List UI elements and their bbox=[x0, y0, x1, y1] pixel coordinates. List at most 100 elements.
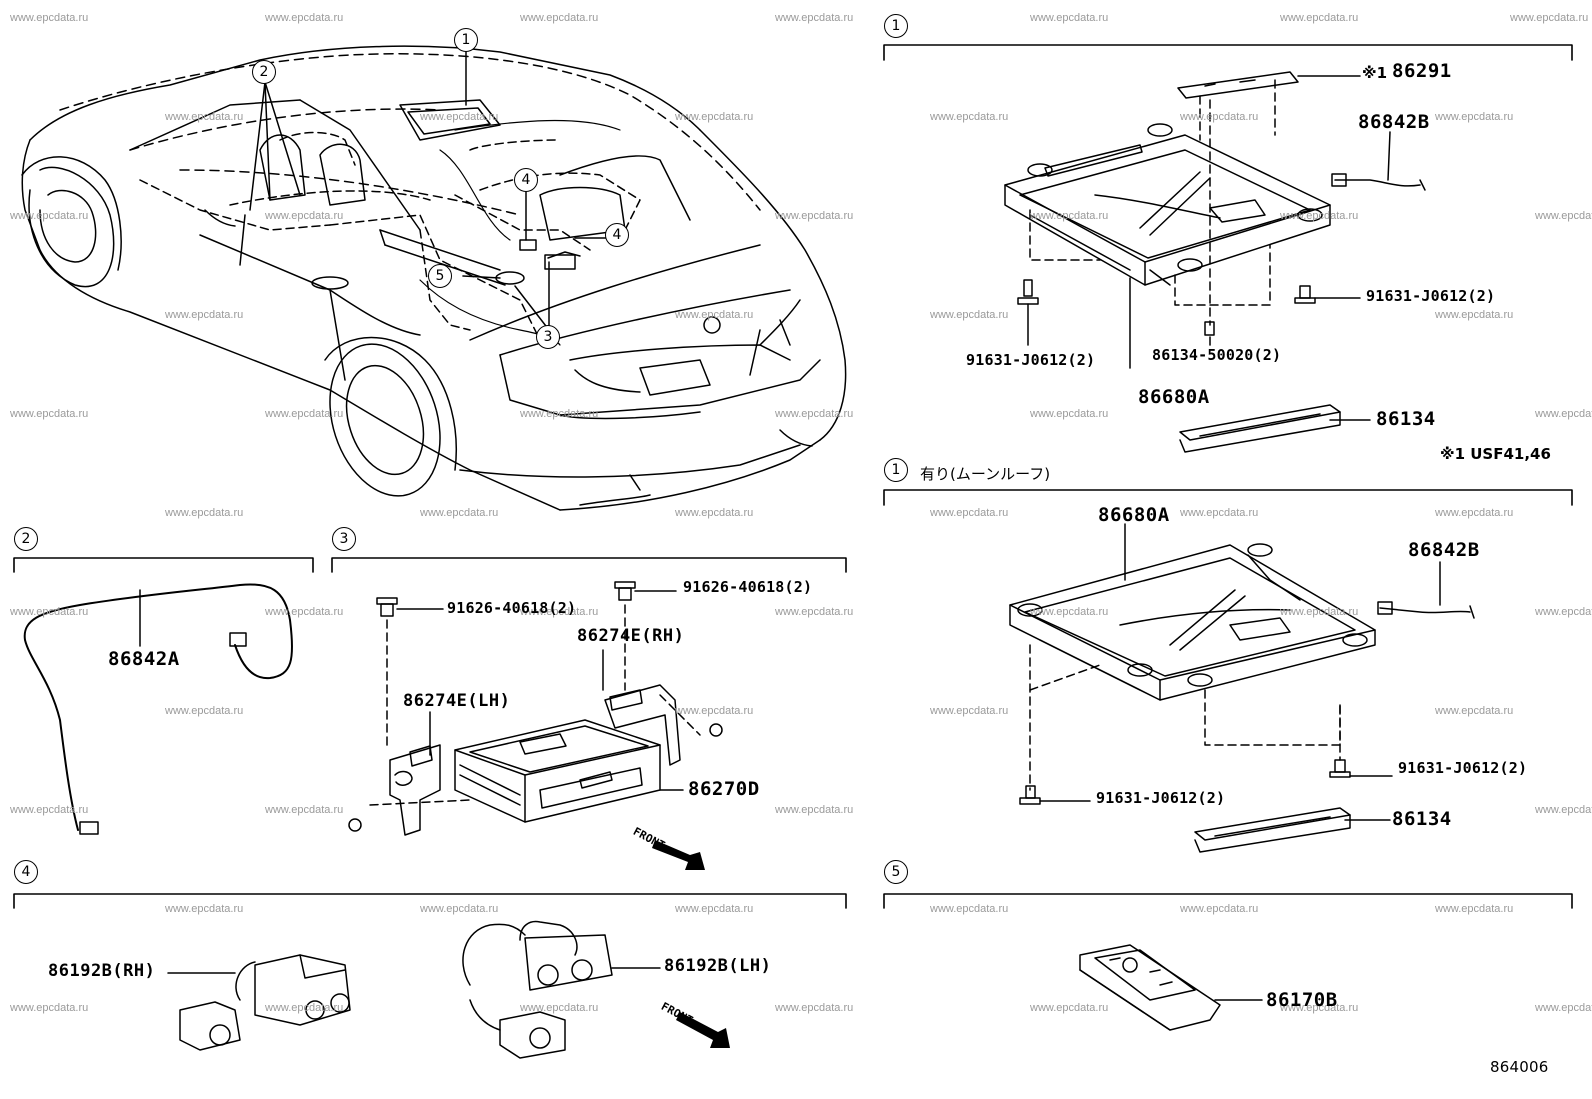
watermark: www.epcdata.ru bbox=[1280, 606, 1359, 618]
part-label-86842A: 86842A bbox=[108, 648, 180, 670]
roof-monitor-moonroof-assembly bbox=[1009, 523, 1475, 853]
bracket-section-3 bbox=[331, 557, 847, 573]
watermark: www.epcdata.ru bbox=[10, 12, 89, 24]
watermark: www.epcdata.ru bbox=[265, 210, 344, 222]
part-label-91631-J0612: 91631-J0612(2) bbox=[1096, 789, 1226, 807]
watermark: www.epcdata.ru bbox=[165, 309, 244, 321]
watermark: www.epcdata.ru bbox=[1435, 111, 1514, 123]
watermark: www.epcdata.ru bbox=[265, 408, 344, 420]
watermark: www.epcdata.ru bbox=[775, 12, 854, 24]
part-label-86842B: 86842B bbox=[1408, 539, 1480, 561]
usf-note: ※1 USF41,46 bbox=[1440, 445, 1551, 463]
watermark: www.epcdata.ru bbox=[520, 408, 599, 420]
part-label-91626-40618: 91626-40618(2) bbox=[447, 599, 577, 617]
watermark: www.epcdata.ru bbox=[1030, 606, 1109, 618]
part-label-91631-J0612: 91631-J0612(2) bbox=[1366, 287, 1496, 305]
roof-monitor-assembly bbox=[1004, 71, 1426, 453]
watermark: www.epcdata.ru bbox=[775, 804, 854, 816]
part-label-86192B-LH: 86192B(LH) bbox=[664, 956, 772, 976]
watermark: www.epcdata.ru bbox=[930, 705, 1009, 717]
watermark: www.epcdata.ru bbox=[1435, 705, 1514, 717]
watermark: www.epcdata.ru bbox=[930, 111, 1009, 123]
headphone-jack-assemblies bbox=[167, 920, 730, 1059]
bracket-section-1-moonroof bbox=[883, 489, 1573, 506]
part-label-86192B-RH: 86192B(RH) bbox=[48, 961, 156, 981]
watermark: www.epcdata.ru bbox=[775, 1002, 854, 1014]
watermark: www.epcdata.ru bbox=[1535, 408, 1592, 420]
watermark: www.epcdata.ru bbox=[265, 606, 344, 618]
section-brackets bbox=[13, 44, 1573, 909]
bracket-section-4 bbox=[13, 893, 847, 909]
callout-4: 4 bbox=[605, 223, 629, 247]
part-label-91631-J0612: 91631-J0612(2) bbox=[1398, 759, 1528, 777]
part-label-86291: 86291 bbox=[1392, 60, 1452, 82]
watermark: www.epcdata.ru bbox=[1535, 804, 1592, 816]
callout-3: 3 bbox=[536, 325, 560, 349]
watermark: www.epcdata.ru bbox=[675, 309, 754, 321]
watermark: www.epcdata.ru bbox=[1030, 1002, 1109, 1014]
watermark: www.epcdata.ru bbox=[265, 1002, 344, 1014]
bracket-section-5 bbox=[883, 893, 1573, 909]
watermark: www.epcdata.ru bbox=[930, 903, 1009, 915]
part-label-86170B: 86170B bbox=[1266, 989, 1338, 1011]
watermark: www.epcdata.ru bbox=[10, 1002, 89, 1014]
part-label-91626-40618: 91626-40618(2) bbox=[683, 578, 813, 596]
watermark: www.epcdata.ru bbox=[1280, 210, 1359, 222]
watermark: www.epcdata.ru bbox=[10, 210, 89, 222]
part-label-86134-50020: 86134-50020(2) bbox=[1152, 346, 1282, 364]
watermark: www.epcdata.ru bbox=[675, 705, 754, 717]
part-label-86134: 86134 bbox=[1392, 808, 1452, 830]
watermark: www.epcdata.ru bbox=[1535, 606, 1592, 618]
callout-1: 1 bbox=[454, 28, 478, 52]
watermark: www.epcdata.ru bbox=[165, 111, 244, 123]
watermark: www.epcdata.ru bbox=[1280, 1002, 1359, 1014]
bracket-section-2 bbox=[13, 557, 314, 573]
section-callout-4: 4 bbox=[14, 860, 38, 884]
watermark: www.epcdata.ru bbox=[1180, 507, 1259, 519]
watermark: www.epcdata.ru bbox=[265, 12, 344, 24]
bracket-section-1-top bbox=[883, 44, 1573, 61]
part-label-86270D: 86270D bbox=[688, 778, 760, 800]
watermark: www.epcdata.ru bbox=[520, 1002, 599, 1014]
watermark: www.epcdata.ru bbox=[1435, 903, 1514, 915]
watermark: www.epcdata.ru bbox=[10, 606, 89, 618]
part-label-86134: 86134 bbox=[1376, 408, 1436, 430]
part-label-86274E-RH: 86274E(RH) bbox=[577, 626, 685, 646]
watermark: www.epcdata.ru bbox=[1535, 1002, 1592, 1014]
section-callout-1: 1 bbox=[884, 14, 908, 38]
callout-5: 5 bbox=[428, 264, 452, 288]
section-callout-3: 3 bbox=[332, 527, 356, 551]
section-callout-2: 2 bbox=[14, 527, 38, 551]
watermark: www.epcdata.ru bbox=[1280, 12, 1359, 24]
rear-dvd-player-assembly bbox=[348, 581, 723, 870]
watermark: www.epcdata.ru bbox=[775, 408, 854, 420]
watermark: www.epcdata.ru bbox=[1180, 111, 1259, 123]
watermark: www.epcdata.ru bbox=[1030, 408, 1109, 420]
section-callout-5: 5 bbox=[884, 860, 908, 884]
watermark: www.epcdata.ru bbox=[1030, 12, 1109, 24]
watermark: www.epcdata.ru bbox=[775, 606, 854, 618]
part-label-86680A: 86680A bbox=[1138, 386, 1210, 408]
cable-86842A bbox=[23, 583, 294, 835]
remote-controller bbox=[1079, 944, 1263, 1031]
watermark: www.epcdata.ru bbox=[1030, 210, 1109, 222]
watermark: www.epcdata.ru bbox=[10, 804, 89, 816]
watermark: www.epcdata.ru bbox=[675, 111, 754, 123]
watermark: www.epcdata.ru bbox=[775, 210, 854, 222]
part-label-86274E-LH: 86274E(LH) bbox=[403, 691, 511, 711]
part-label-86842B: 86842B bbox=[1358, 111, 1430, 133]
watermark: www.epcdata.ru bbox=[520, 12, 599, 24]
watermark: www.epcdata.ru bbox=[165, 705, 244, 717]
part-label-86680A: 86680A bbox=[1098, 504, 1170, 526]
callout-2: 2 bbox=[252, 60, 276, 84]
watermark: www.epcdata.ru bbox=[930, 309, 1009, 321]
watermark: www.epcdata.ru bbox=[520, 606, 599, 618]
watermark: www.epcdata.ru bbox=[165, 507, 244, 519]
car-overview-illustration bbox=[21, 45, 847, 511]
watermark: www.epcdata.ru bbox=[930, 507, 1009, 519]
watermark: www.epcdata.ru bbox=[675, 903, 754, 915]
watermark: www.epcdata.ru bbox=[165, 903, 244, 915]
watermark: www.epcdata.ru bbox=[265, 804, 344, 816]
watermark: www.epcdata.ru bbox=[10, 408, 89, 420]
